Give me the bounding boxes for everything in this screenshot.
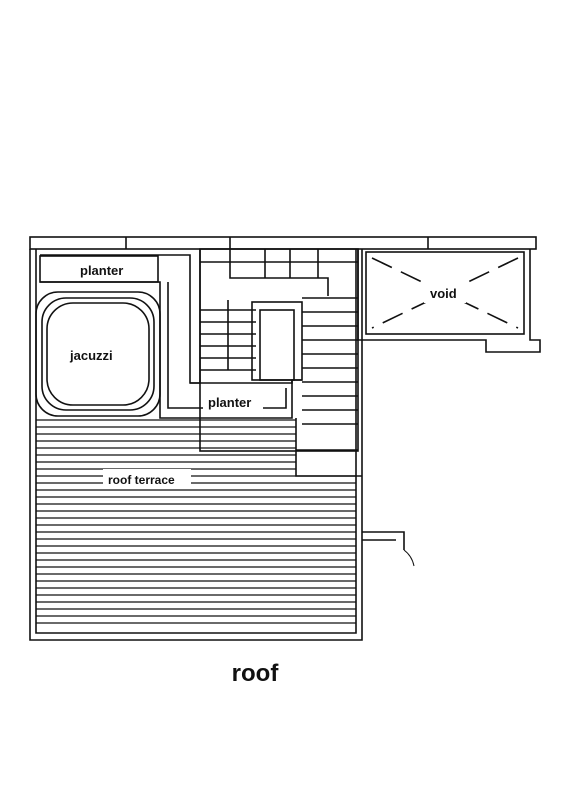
roof-terrace-decking — [36, 419, 356, 624]
label-roof-terrace: roof terrace — [108, 473, 175, 487]
parapet-wall — [29, 236, 537, 250]
building-outline — [29, 249, 363, 641]
drawing-caption: roof — [231, 660, 279, 687]
label-planter-mid: planter — [208, 395, 251, 410]
label-planter-top: planter — [80, 263, 123, 278]
label-jacuzzi: jacuzzi — [69, 348, 113, 363]
jacuzzi-tub — [35, 291, 161, 417]
label-void: void — [430, 286, 457, 301]
stair-core — [199, 248, 362, 477]
